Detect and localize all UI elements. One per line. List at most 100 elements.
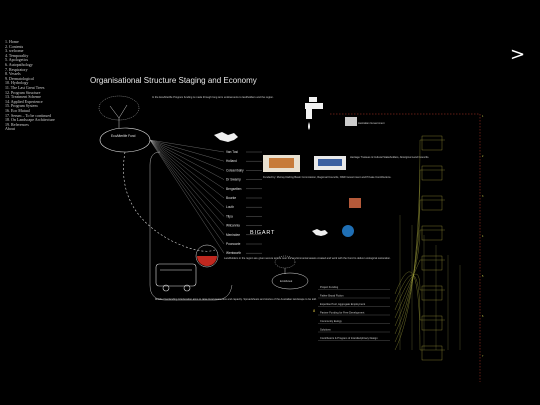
yellow-connector-lines (394, 135, 461, 361)
nav-item[interactable]: 9. Dermatological (5, 75, 34, 81)
nav-item[interactable]: 5. Apologetics (5, 57, 29, 63)
yellow-line (394, 199, 445, 335)
axis-number: 1 (482, 115, 484, 118)
yellow-box (421, 315, 443, 331)
nav-item[interactable]: 7. Respiratory (5, 66, 28, 72)
bigart-logo: BIGART (250, 230, 275, 236)
nav-item[interactable]: 1. Home (5, 39, 19, 44)
water-tap-icon (305, 97, 323, 130)
axis-numbers: 1 2 3 4 5 6 7 (482, 115, 484, 358)
ecomutual-ellipse (271, 272, 309, 290)
logo-blurb: Funded by: Murray Darling Basin Commissi… (263, 175, 392, 179)
gov-label: Australian Government (358, 121, 385, 125)
caravan-illustration (155, 263, 197, 292)
connector-line (149, 139, 225, 235)
nav-item[interactable]: 15. Program System (5, 103, 38, 109)
handshake-icon (214, 132, 238, 142)
town-item: Pooncarie (226, 242, 241, 246)
nav-item[interactable]: 12. Program Structure (5, 89, 41, 95)
partner-logo-3 (349, 198, 361, 208)
town-item: Tilpa (226, 214, 233, 218)
connector-line (149, 139, 225, 171)
circle-logo (342, 225, 354, 237)
nav-item[interactable]: 2. Contents (5, 43, 24, 49)
town-item: Wilcannia (226, 224, 240, 228)
logo-blurb-2: Heritage Trustees & Cultural Stakeholder… (350, 155, 429, 159)
tree-illustration-2 (274, 255, 296, 274)
town-item: Holland (226, 159, 237, 163)
outcome-list-number: 8 (313, 308, 316, 313)
fund-label: EcoAfterlife Fund (111, 134, 136, 138)
ecomutual-label: EcoMutual (280, 279, 293, 283)
government-crest-icon: Australian Government (345, 117, 385, 126)
yellow-line (394, 274, 445, 311)
outcome-item: Expertise Pool, Aggregate Employment (320, 302, 365, 306)
yellow-line (394, 169, 445, 343)
connector-line (149, 139, 225, 199)
nav-item[interactable]: 19. References (5, 121, 29, 127)
blurb-mid: Landholders in the region are given secu… (224, 256, 391, 260)
connector-line (149, 139, 225, 153)
yellow-box (421, 195, 443, 211)
connector-line (149, 139, 225, 226)
town-item: Menindee (226, 233, 240, 237)
nav-item[interactable]: 3. welcome (5, 48, 24, 54)
town-item: Louth (226, 205, 234, 209)
yellow-line (394, 274, 445, 321)
axis-number: 3 (482, 195, 484, 198)
yellow-line (394, 139, 445, 351)
cauldron-icon (195, 244, 219, 268)
nav-item[interactable]: 10. Hydrology (5, 80, 29, 86)
nav-item[interactable]: 4. Temporality (5, 52, 29, 58)
nav-item[interactable]: 18. On Landscape Architecture (5, 117, 55, 123)
partner-logo-2-mark (318, 159, 342, 166)
outcome-item: Community Eulogy (320, 319, 342, 323)
nav-item[interactable]: 6. Autopathology (5, 61, 33, 67)
nav-item[interactable]: 11. The Last Great Trees (5, 84, 45, 90)
next-page-arrow[interactable]: > (510, 44, 526, 65)
dashed-loop (123, 151, 216, 252)
connector-line (149, 139, 225, 217)
connector-line (149, 139, 225, 180)
town-item: Van Tosi (226, 150, 238, 154)
nav-item[interactable]: 16. Eco Mutual (5, 107, 30, 113)
nav-item[interactable]: 14. Applied Experience (5, 98, 43, 104)
outcome-item: Contributors & Program of Interdisciplin… (320, 336, 378, 340)
yellow-box (421, 135, 443, 151)
yellow-box (421, 255, 443, 271)
connector-line (149, 139, 225, 254)
connector-line (149, 139, 225, 189)
yellow-box (421, 225, 443, 241)
axis-number: 5 (482, 275, 484, 278)
outcome-item: Solutions (320, 328, 331, 332)
page-title: Organisational Structure Staging and Eco… (90, 76, 257, 85)
nav-item[interactable]: 8. Vessels (5, 71, 21, 77)
town-item: Wentworth (226, 251, 241, 255)
nav-item[interactable]: About (5, 126, 15, 132)
town-item: Bergsetten (226, 187, 242, 191)
town-item: Bourke (226, 196, 236, 200)
blurb-top: In the EcoAfterlife Program funding is m… (152, 95, 274, 99)
connector-line (149, 139, 225, 162)
caravan-note: Mobile Overlanding & Education aims to r… (155, 297, 317, 301)
red-dashed-boundary (330, 113, 481, 382)
axis-number: 6 (482, 315, 484, 318)
connector-line (149, 139, 225, 245)
axis-number: 4 (482, 235, 484, 238)
axis-number: 2 (482, 155, 484, 158)
nav-item[interactable]: 17. Serum – To be continued (5, 112, 52, 118)
nav-item[interactable]: 13. Treatment Scheme (5, 94, 41, 100)
outcome-item: Project Funding (320, 285, 339, 289)
fund-ellipse (99, 127, 151, 153)
handshake-icon-2 (312, 229, 328, 236)
yellow-box (421, 165, 443, 181)
yellow-line (394, 271, 445, 351)
yellow-box (421, 285, 443, 301)
axis-number: 7 (482, 355, 484, 358)
program-frame (149, 151, 233, 301)
connector-line (149, 139, 225, 208)
